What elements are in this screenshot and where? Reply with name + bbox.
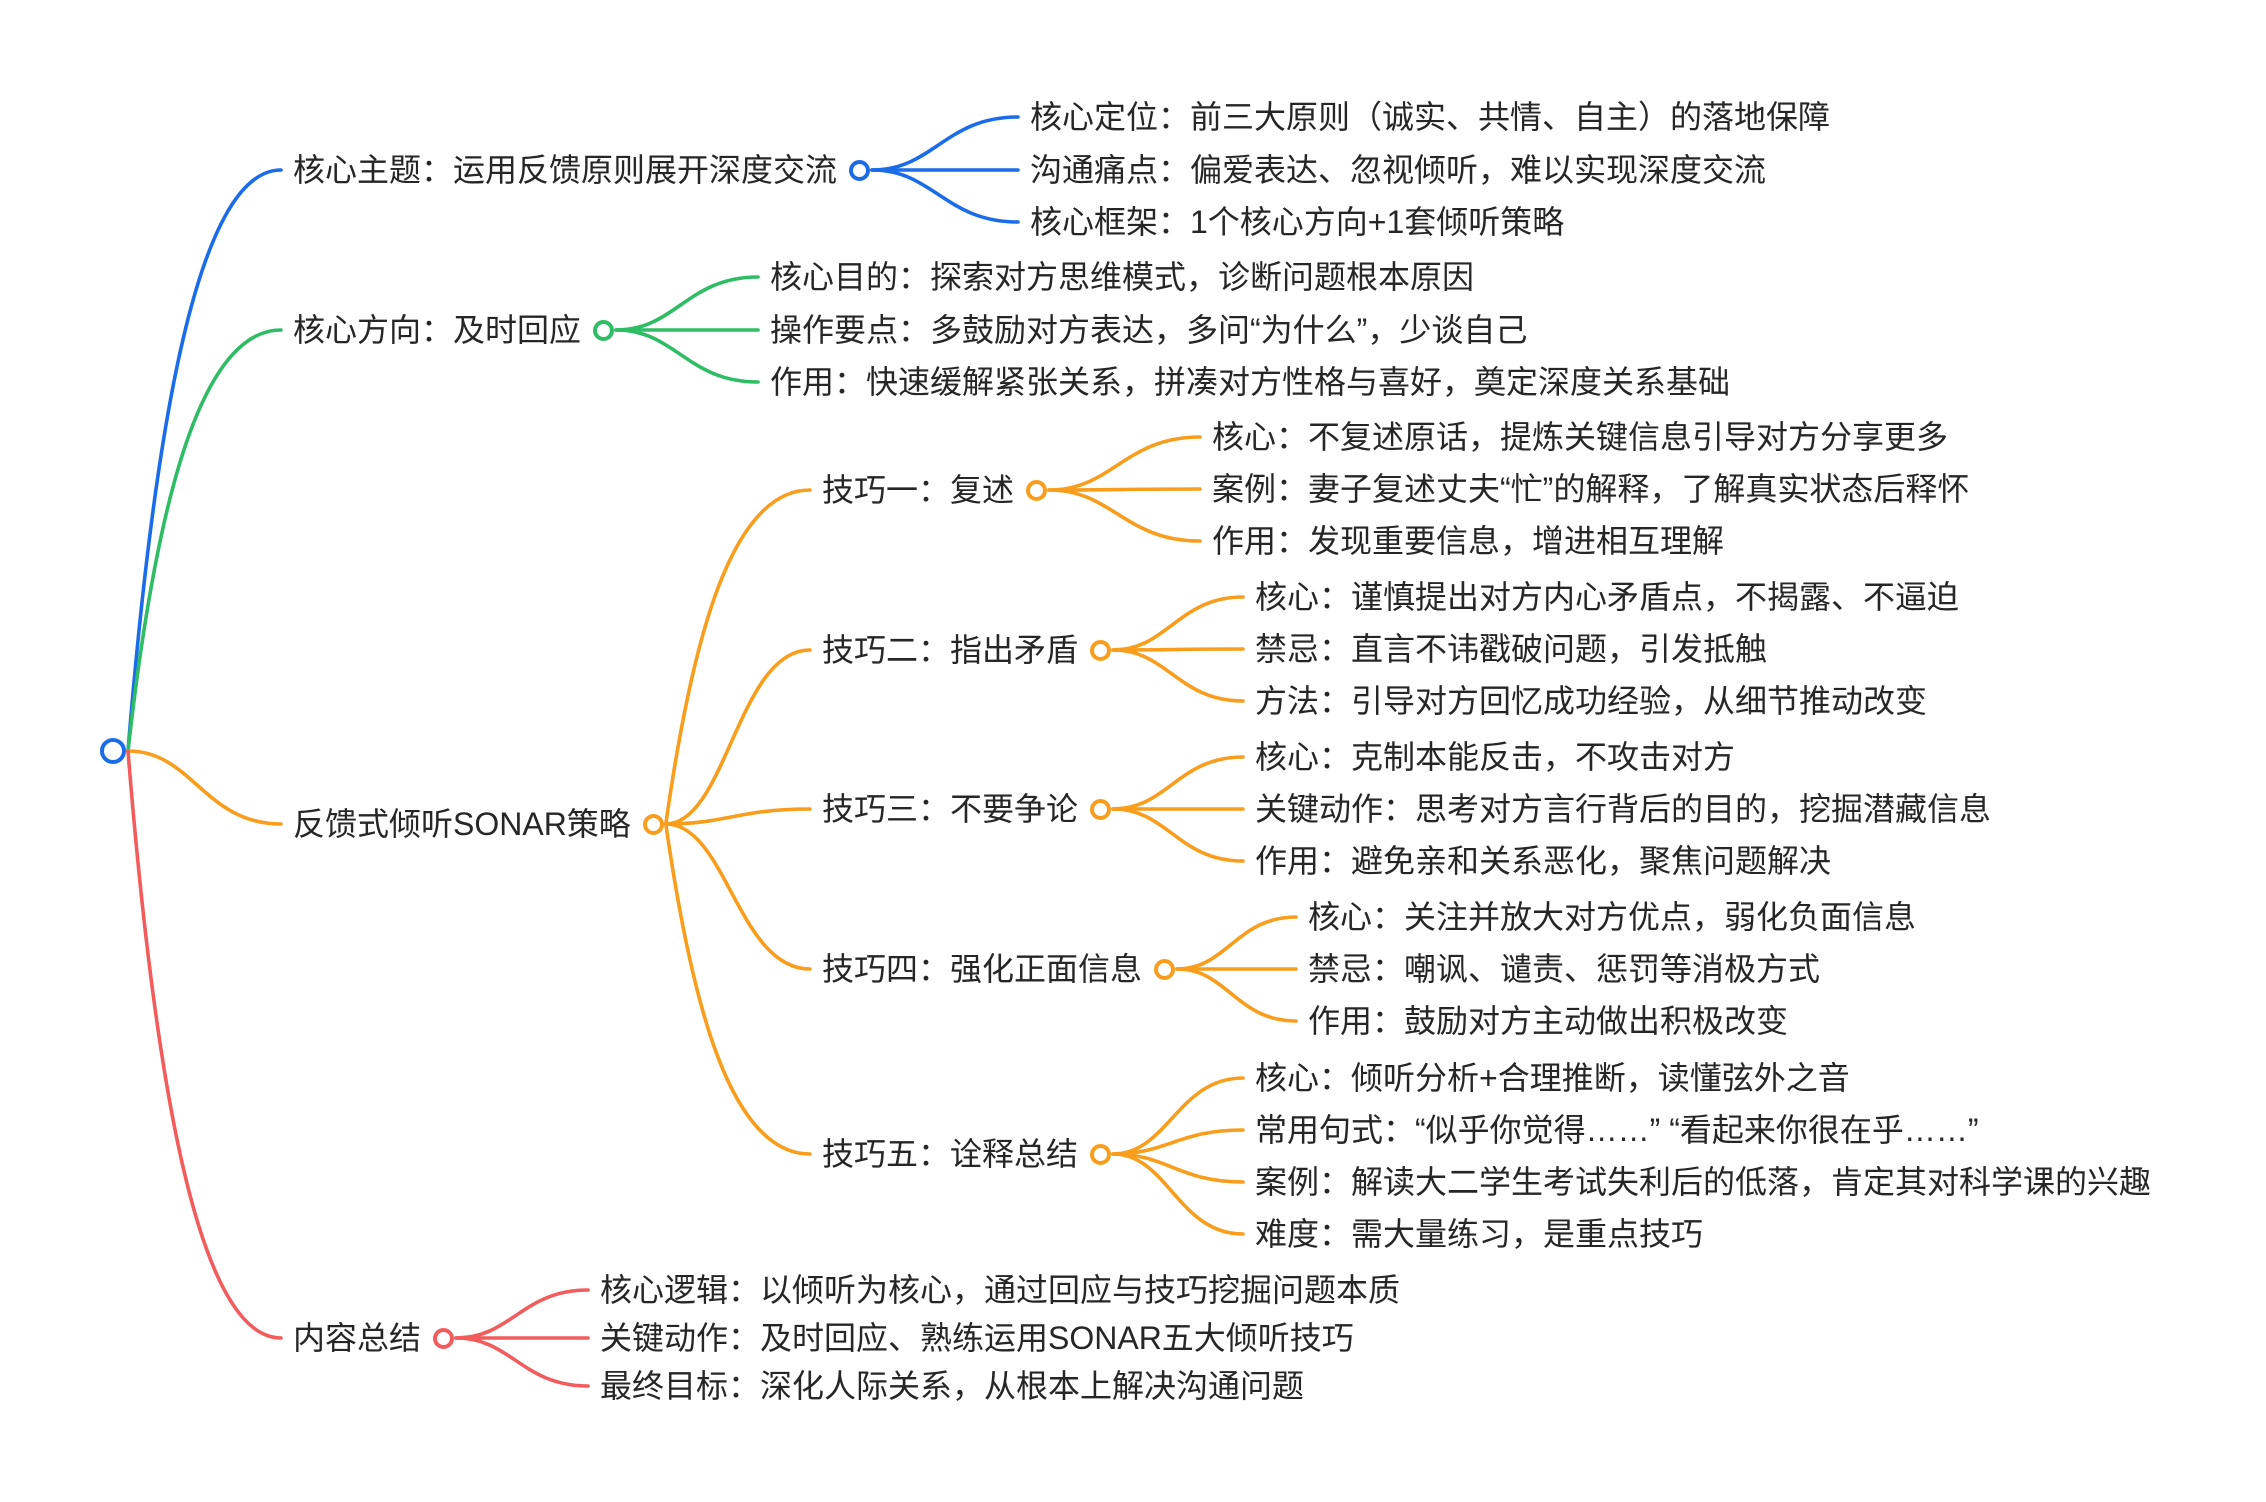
expand-collapse-icon[interactable] <box>1090 1143 1112 1165</box>
leaf-node[interactable]: 核心目的：探索对方思维模式，诊断问题根本原因 <box>770 257 1474 297</box>
leaf-node[interactable]: 作用：避免亲和关系恶化，聚焦问题解决 <box>1255 841 1831 881</box>
node-label: 方法：引导对方回忆成功经验，从细节推动改变 <box>1255 683 1928 719</box>
node-core-direction[interactable]: 核心方向：及时回应 <box>293 310 615 350</box>
node-content-summary[interactable]: 内容总结 <box>293 1318 455 1358</box>
leaf-node[interactable]: 方法：引导对方回忆成功经验，从细节推动改变 <box>1255 681 1927 721</box>
expand-collapse-icon[interactable] <box>1090 798 1112 820</box>
leaf-node[interactable]: 核心定位：前三大原则（诚实、共情、自主）的落地保障 <box>1030 97 1830 137</box>
node-technique-1[interactable]: 技巧一：复述 <box>822 470 1048 510</box>
node-label: 反馈式倾听SONAR策略 <box>293 806 631 842</box>
expand-collapse-icon[interactable] <box>849 159 871 181</box>
expand-collapse-icon[interactable] <box>1026 479 1048 501</box>
node-label: 禁忌：直言不讳戳破问题，引发抵触 <box>1255 631 1768 667</box>
leaf-node[interactable]: 常用句式：“似乎你觉得……” “看起来你很在乎……” <box>1255 1110 1979 1150</box>
node-technique-3[interactable]: 技巧三：不要争论 <box>822 789 1112 829</box>
node-label: 最终目标：深化人际关系，从根本上解决沟通问题 <box>600 1368 1305 1404</box>
node-sonar-strategy[interactable]: 反馈式倾听SONAR策略 <box>293 804 664 844</box>
node-label: 核心主题：运用反馈原则展开深度交流 <box>293 152 838 188</box>
leaf-node[interactable]: 操作要点：多鼓励对方表达，多问“为什么”，少谈自己 <box>770 310 1527 350</box>
leaf-node[interactable]: 核心框架：1个核心方向+1套倾听策略 <box>1030 202 1564 242</box>
node-label: 核心框架：1个核心方向+1套倾听策略 <box>1030 204 1565 240</box>
node-core-topic[interactable]: 核心主题：运用反馈原则展开深度交流 <box>293 150 871 190</box>
leaf-node[interactable]: 难度：需大量练习，是重点技巧 <box>1255 1214 1703 1254</box>
node-technique-4[interactable]: 技巧四：强化正面信息 <box>822 949 1176 989</box>
node-label: 核心：倾听分析+合理推断，读懂弦外之音 <box>1255 1060 1850 1096</box>
node-label: 作用：鼓励对方主动做出积极改变 <box>1308 1003 1789 1039</box>
leaf-node[interactable]: 禁忌：直言不讳戳破问题，引发抵触 <box>1255 629 1767 669</box>
node-label: 技巧五：诠释总结 <box>822 1136 1079 1172</box>
node-label: 核心方向：及时回应 <box>293 312 582 348</box>
leaf-node[interactable]: 关键动作：及时回应、熟练运用SONAR五大倾听技巧 <box>600 1318 1354 1358</box>
node-label: 技巧四：强化正面信息 <box>822 951 1143 987</box>
node-label: 沟通痛点：偏爱表达、忽视倾听，难以实现深度交流 <box>1030 152 1767 188</box>
node-label: 核心：谨慎提出对方内心矛盾点，不揭露、不逼迫 <box>1255 579 1960 615</box>
node-label: 核心逻辑：以倾听为核心，通过回应与技巧挖掘问题本质 <box>600 1272 1401 1308</box>
node-label: 操作要点：多鼓励对方表达，多问“为什么”，少谈自己 <box>770 312 1528 348</box>
leaf-node[interactable]: 最终目标：深化人际关系，从根本上解决沟通问题 <box>600 1366 1304 1406</box>
expand-collapse-icon[interactable] <box>1154 958 1176 980</box>
leaf-node[interactable]: 核心逻辑：以倾听为核心，通过回应与技巧挖掘问题本质 <box>600 1270 1400 1310</box>
expand-collapse-icon[interactable] <box>642 813 664 835</box>
node-label: 案例：妻子复述丈夫“忙”的解释，了解真实状态后释怀 <box>1212 471 1970 507</box>
expand-collapse-icon[interactable] <box>1090 639 1112 661</box>
node-label: 作用：避免亲和关系恶化，聚焦问题解决 <box>1255 843 1832 879</box>
leaf-node[interactable]: 作用：发现重要信息，增进相互理解 <box>1212 521 1724 561</box>
leaf-node[interactable]: 禁忌：嘲讽、谴责、惩罚等消极方式 <box>1308 949 1820 989</box>
node-label: 关键动作：思考对方言行背后的目的，挖掘潜藏信息 <box>1255 791 1992 827</box>
expand-collapse-icon[interactable] <box>433 1327 455 1349</box>
leaf-node[interactable]: 案例：妻子复述丈夫“忙”的解释，了解真实状态后释怀 <box>1212 469 1969 509</box>
leaf-node[interactable]: 案例：解读大二学生考试失利后的低落，肯定其对科学课的兴趣 <box>1255 1162 2151 1202</box>
leaf-node[interactable]: 关键动作：思考对方言行背后的目的，挖掘潜藏信息 <box>1255 789 1991 829</box>
node-label: 技巧三：不要争论 <box>822 791 1079 827</box>
node-label: 作用：快速缓解紧张关系，拼凑对方性格与喜好，奠定深度关系基础 <box>770 364 1731 400</box>
node-label: 核心目的：探索对方思维模式，诊断问题根本原因 <box>770 259 1475 295</box>
leaf-node[interactable]: 核心：关注并放大对方优点，弱化负面信息 <box>1308 897 1916 937</box>
node-label: 核心：不复述原话，提炼关键信息引导对方分享更多 <box>1212 419 1949 455</box>
expand-collapse-icon[interactable] <box>593 319 615 341</box>
node-label: 作用：发现重要信息，增进相互理解 <box>1212 523 1725 559</box>
node-label: 核心定位：前三大原则（诚实、共情、自主）的落地保障 <box>1030 99 1831 135</box>
node-label: 核心：克制本能反击，不攻击对方 <box>1255 739 1736 775</box>
node-label: 技巧二：指出矛盾 <box>822 632 1079 668</box>
node-label: 禁忌：嘲讽、谴责、惩罚等消极方式 <box>1308 951 1821 987</box>
node-label: 技巧一：复述 <box>822 472 1015 508</box>
node-label: 核心：关注并放大对方优点，弱化负面信息 <box>1308 899 1917 935</box>
node-technique-5[interactable]: 技巧五：诠释总结 <box>822 1134 1112 1174</box>
leaf-node[interactable]: 核心：不复述原话，提炼关键信息引导对方分享更多 <box>1212 417 1948 457</box>
leaf-node[interactable]: 核心：倾听分析+合理推断，读懂弦外之音 <box>1255 1058 1850 1098</box>
node-label: 内容总结 <box>293 1320 422 1356</box>
leaf-node[interactable]: 核心：克制本能反击，不攻击对方 <box>1255 737 1735 777</box>
leaf-node[interactable]: 沟通痛点：偏爱表达、忽视倾听，难以实现深度交流 <box>1030 150 1766 190</box>
node-label: 难度：需大量练习，是重点技巧 <box>1255 1216 1704 1252</box>
node-label: 案例：解读大二学生考试失利后的低落，肯定其对科学课的兴趣 <box>1255 1164 2152 1200</box>
root-node[interactable] <box>100 738 126 764</box>
node-label: 关键动作：及时回应、熟练运用SONAR五大倾听技巧 <box>600 1320 1354 1356</box>
leaf-node[interactable]: 作用：鼓励对方主动做出积极改变 <box>1308 1001 1788 1041</box>
node-label: 常用句式：“似乎你觉得……” “看起来你很在乎……” <box>1255 1112 1979 1148</box>
leaf-node[interactable]: 核心：谨慎提出对方内心矛盾点，不揭露、不逼迫 <box>1255 577 1959 617</box>
node-technique-2[interactable]: 技巧二：指出矛盾 <box>822 630 1112 670</box>
leaf-node[interactable]: 作用：快速缓解紧张关系，拼凑对方性格与喜好，奠定深度关系基础 <box>770 362 1730 402</box>
